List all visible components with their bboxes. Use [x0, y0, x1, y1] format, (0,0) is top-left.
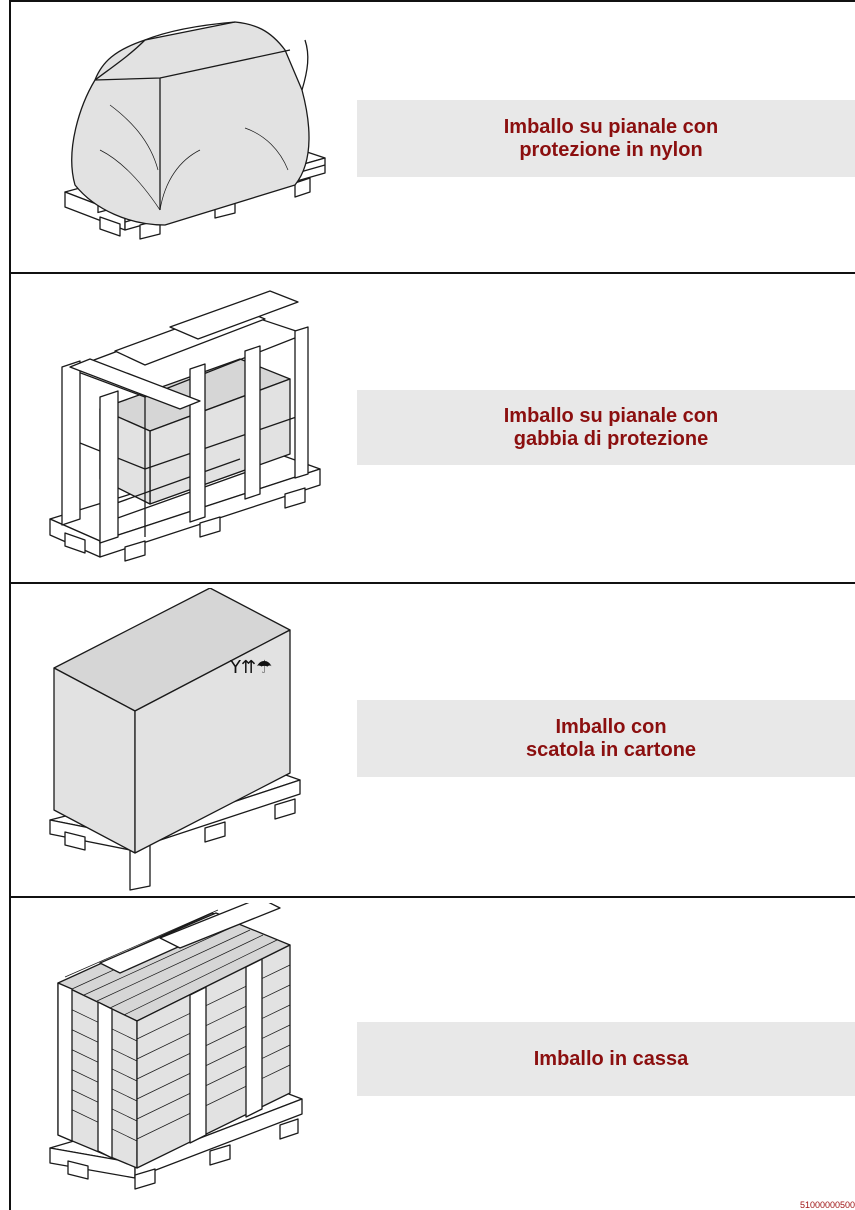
label-box-crate: Imballo in cassa	[357, 1022, 855, 1096]
packaging-row-cage: Imballo su pianale con gabbia di protezi…	[10, 274, 855, 582]
label-line-1: Imballo con	[555, 715, 667, 738]
label-box-nylon: Imballo su pianale con protezione in nyl…	[357, 100, 855, 177]
row-divider	[9, 896, 855, 898]
wooden-crate-illustration	[49, 903, 303, 1190]
label-line-1: Imballo su pianale con	[503, 115, 719, 138]
figure-code: 51000000500	[799, 1200, 855, 1210]
row-divider	[9, 272, 855, 274]
label-box-cage: Imballo su pianale con gabbia di protezi…	[357, 390, 855, 465]
label-line-2: gabbia di protezione	[513, 427, 709, 450]
cardboard-box-illustration: Y⇈☂	[49, 588, 301, 891]
packaging-row-cardboard: Y⇈☂ Imballo con scatola in cartone	[10, 584, 855, 896]
label-line-1: Imballo su pianale con	[503, 404, 719, 427]
handling-symbols-icon: Y⇈☂	[229, 657, 272, 678]
frame-top-border	[9, 0, 855, 2]
frame-left-border	[9, 0, 11, 1210]
label-line-1: Imballo in cassa	[533, 1047, 689, 1070]
packaging-row-nylon: Imballo su pianale con protezione in nyl…	[10, 2, 855, 272]
label-line-2: scatola in cartone	[525, 738, 697, 761]
label-line-2: protezione in nylon	[519, 138, 703, 161]
row-divider	[9, 582, 855, 584]
packaging-row-crate: Imballo in cassa	[10, 898, 855, 1210]
pallet-nylon-illustration	[64, 21, 326, 240]
label-box-cardboard: Imballo con scatola in cartone	[357, 700, 855, 777]
pallet-cage-illustration	[49, 290, 321, 562]
